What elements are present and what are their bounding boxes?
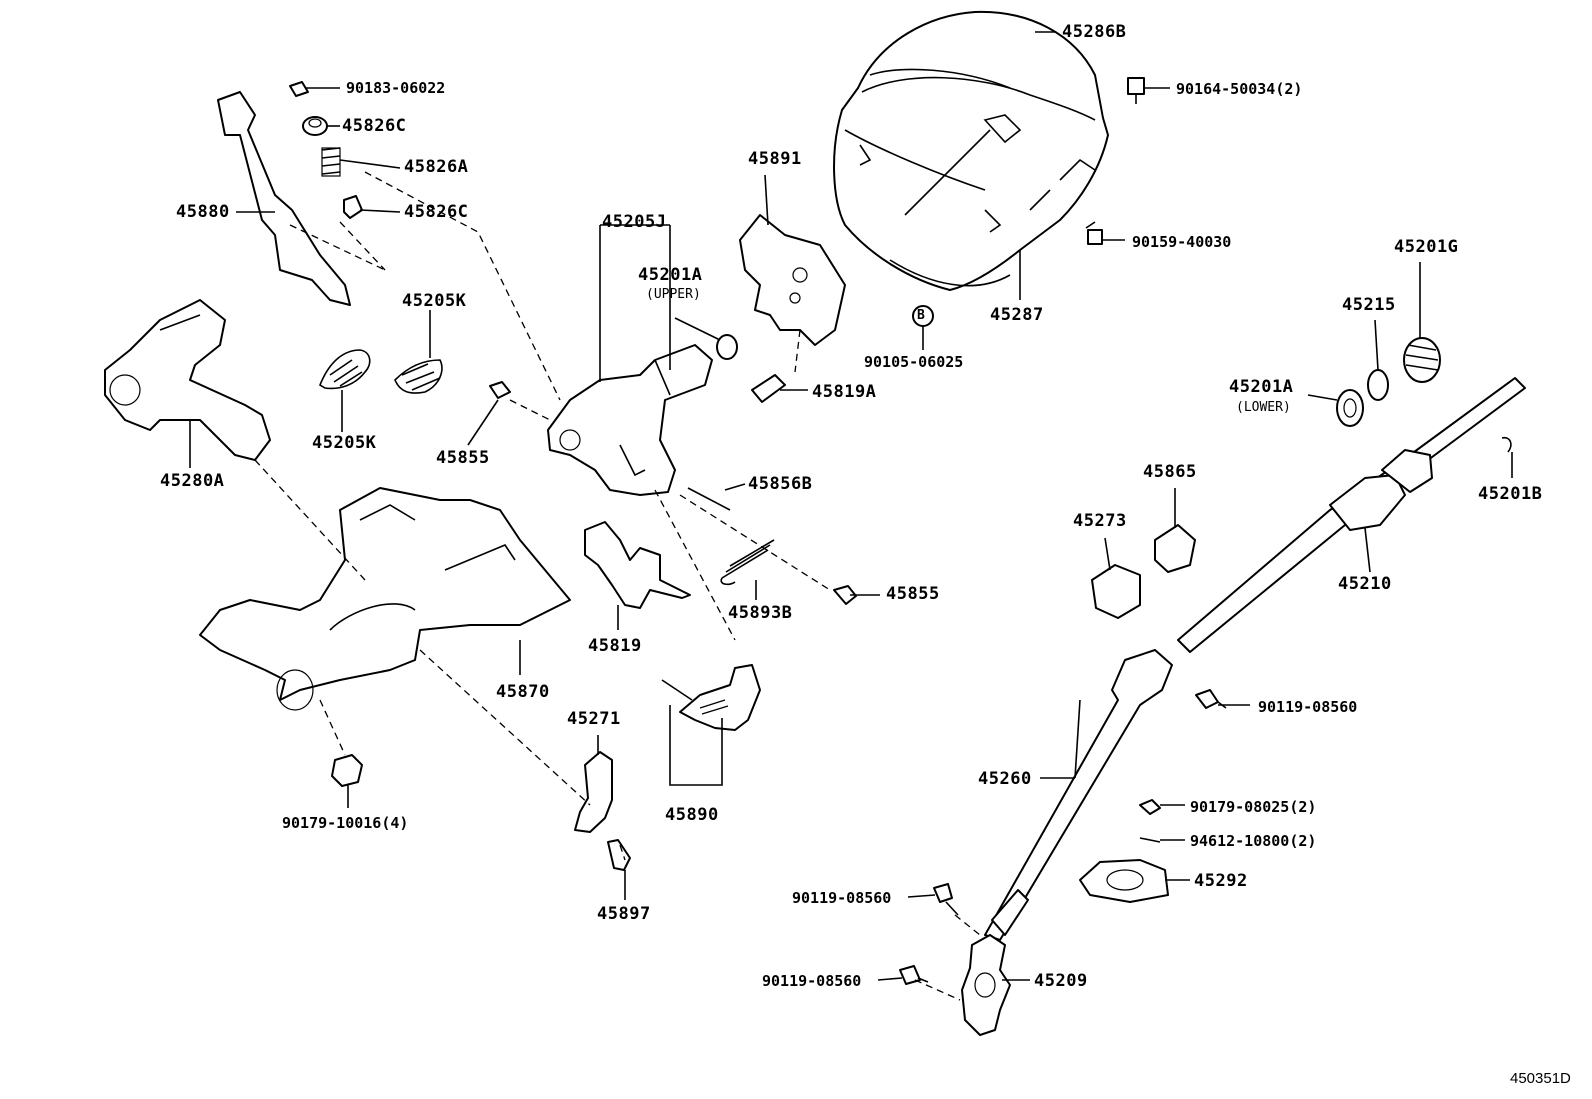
- screw-90164-50034: [1127, 77, 1145, 104]
- intermediate-shaft-45260: [984, 649, 1173, 941]
- spring-45201g: [1403, 337, 1441, 383]
- lever-45819: [584, 521, 691, 609]
- ring-45215: [1367, 369, 1389, 401]
- label-94612-10800: 94612-10800(2): [1190, 832, 1317, 850]
- bushing-45826c-top: [302, 116, 328, 136]
- label-90159-40030: 90159-40030: [1132, 233, 1232, 251]
- label-45260: 45260: [978, 769, 1032, 789]
- label-45891: 45891: [748, 149, 802, 169]
- label-45893b: 45893B: [728, 603, 793, 623]
- lever-set-45890: [661, 664, 761, 731]
- label-45201g: 45201G: [1394, 237, 1459, 257]
- bearing-45201a-lower: [1336, 389, 1364, 427]
- tilt-lever-45880: [217, 91, 351, 306]
- label-45897: 45897: [597, 904, 651, 924]
- pin-45856b: [687, 487, 731, 511]
- label-45205k-bot: 45205K: [312, 433, 377, 453]
- leader-lines: [189, 31, 1513, 981]
- pin-45819a: [751, 374, 786, 403]
- pin-94612-10800: [1139, 837, 1161, 843]
- label-45870: 45870: [496, 682, 550, 702]
- bolt-45897: [607, 839, 631, 871]
- label-lower-note: (LOWER): [1236, 400, 1291, 415]
- assembly-dashed-lines: [254, 171, 981, 1001]
- label-45271: 45271: [567, 709, 621, 729]
- bushing-45865: [1154, 524, 1196, 573]
- bushing-45826c-mid: [343, 195, 363, 219]
- screw-90159-40030: [1085, 221, 1103, 245]
- label-90119-08560-c: 90119-08560: [762, 972, 862, 990]
- label-45201a-upper: 45201A: [638, 265, 703, 285]
- clip-90179-08025: [1139, 799, 1161, 815]
- label-90179-10016: 90179-10016(4): [282, 814, 409, 832]
- spring-45205k-right: [394, 359, 443, 394]
- label-45826a: 45826A: [404, 157, 469, 177]
- bolt-90119-08560-c: [899, 965, 929, 985]
- label-45826c-top: 45826C: [342, 116, 407, 136]
- label-45890: 45890: [665, 805, 719, 825]
- label-90119-08560-a: 90119-08560: [1258, 698, 1358, 716]
- label-45880: 45880: [176, 202, 230, 222]
- label-45201b: 45201B: [1478, 484, 1543, 504]
- universal-joint-45209: [961, 934, 1011, 1036]
- bushing-45273: [1091, 564, 1141, 619]
- boot-45292: [1079, 859, 1169, 903]
- label-45856b: 45856B: [748, 474, 813, 494]
- label-90105-06025: 90105-06025: [864, 353, 964, 371]
- label-circle-b: B: [917, 308, 925, 323]
- label-45819a: 45819A: [812, 382, 877, 402]
- bracket-45891: [739, 214, 846, 346]
- spring-45893b: [720, 539, 775, 586]
- spring-45826a: [321, 147, 341, 177]
- figure-id: 450351D: [1510, 1070, 1571, 1087]
- label-45865: 45865: [1143, 462, 1197, 482]
- label-45855-right: 45855: [886, 584, 940, 604]
- bolt-45855-right: [833, 585, 857, 605]
- label-45287: 45287: [990, 305, 1044, 325]
- label-45205k-top: 45205K: [402, 291, 467, 311]
- bolt-45855-left: [489, 381, 511, 399]
- label-45292: 45292: [1194, 871, 1248, 891]
- snap-ring-45201b: [1501, 436, 1512, 453]
- clip-90183-06022: [289, 81, 309, 97]
- label-45819: 45819: [588, 636, 642, 656]
- label-45280a: 45280A: [160, 471, 225, 491]
- lock-housing-45280a: [104, 299, 271, 461]
- label-45273: 45273: [1073, 511, 1127, 531]
- label-90164-50034: 90164-50034(2): [1176, 80, 1303, 98]
- label-45201a-lower: 45201A: [1229, 377, 1294, 397]
- label-45855-left: 45855: [436, 448, 490, 468]
- bracket-45271: [574, 751, 613, 833]
- column-cover-upper-45286b: [833, 10, 1109, 291]
- main-shaft-45210: [1177, 377, 1526, 653]
- label-45205j: 45205J: [602, 212, 667, 232]
- column-bracket-45870: [199, 487, 571, 711]
- bolt-90119-08560-a: [1195, 689, 1227, 709]
- label-45826c-mid: 45826C: [404, 202, 469, 222]
- label-90119-08560-b: 90119-08560: [792, 889, 892, 907]
- label-90179-08025: 90179-08025(2): [1190, 798, 1317, 816]
- label-45209: 45209: [1034, 971, 1088, 991]
- bolt-90119-08560-b: [933, 883, 959, 916]
- label-upper-note: (UPPER): [646, 287, 701, 302]
- label-45210: 45210: [1338, 574, 1392, 594]
- nut-90179-10016: [331, 754, 363, 787]
- spring-45205k-left: [319, 349, 371, 390]
- label-45286b: 45286B: [1062, 22, 1127, 42]
- tilt-housing-45205j: [547, 334, 738, 496]
- label-45215: 45215: [1342, 295, 1396, 315]
- label-90183-06022: 90183-06022: [346, 79, 446, 97]
- column-cover-lower-45287: [889, 209, 1011, 287]
